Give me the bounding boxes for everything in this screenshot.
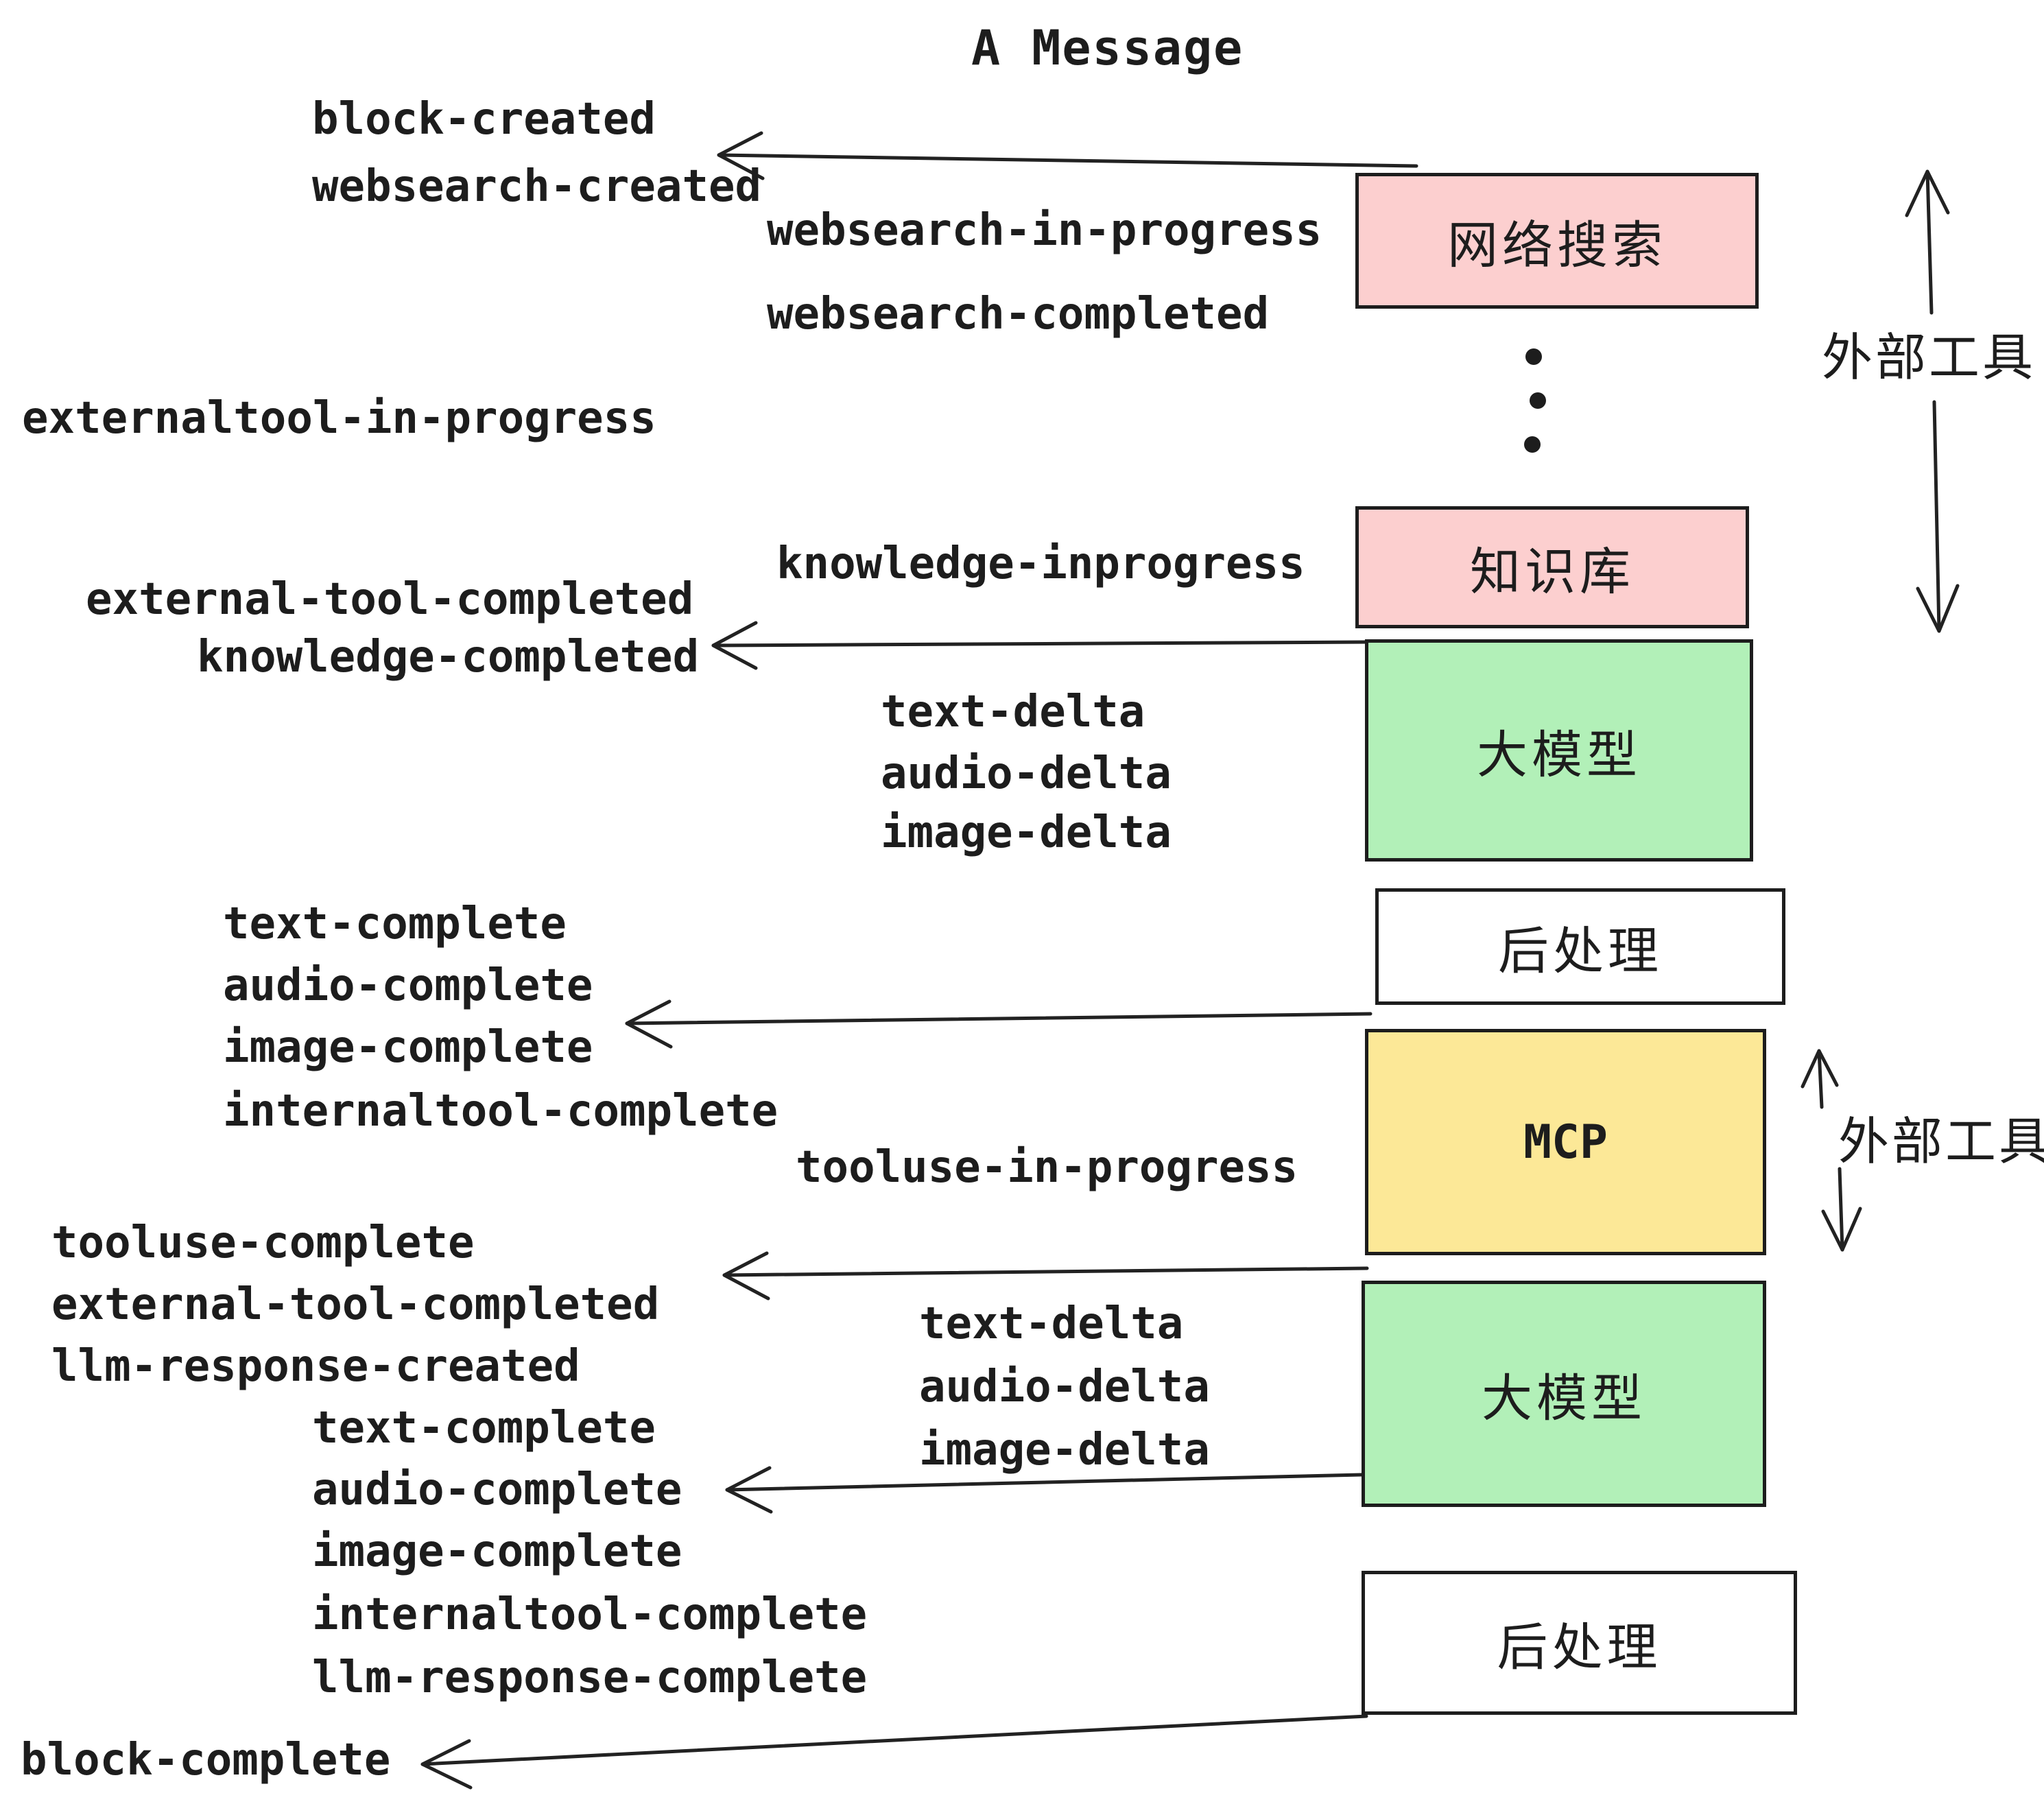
arrow-tooluse-complete bbox=[722, 1266, 1369, 1277]
box-postprocess-1: 后处理 bbox=[1375, 888, 1785, 1005]
event-label-audio-delta-1: audio-delta bbox=[881, 748, 1172, 799]
event-label-block-complete: block-complete bbox=[21, 1735, 391, 1785]
event-label-audio-complete-2: audio-complete bbox=[312, 1464, 682, 1515]
box-mcp: MCP bbox=[1365, 1029, 1766, 1255]
box-llm-2-label: 大模型 bbox=[1482, 1368, 1646, 1428]
arrow-image-complete-head bbox=[625, 999, 673, 1049]
external-tools2-up-arrow bbox=[1817, 1049, 1824, 1109]
arrow-audio-complete-head bbox=[725, 1466, 773, 1514]
event-label-image-delta-1: image-delta bbox=[881, 807, 1172, 858]
external-tools-down-arrow bbox=[1932, 400, 1941, 633]
event-label-tooluse-complete: tooluse-complete bbox=[51, 1218, 475, 1268]
arrow-block-created-head bbox=[717, 131, 765, 180]
arrow-tooluse-complete-head bbox=[722, 1251, 770, 1301]
box-llm-1-label: 大模型 bbox=[1477, 725, 1641, 785]
arrow-block-created bbox=[717, 153, 1418, 168]
event-label-external-tool-completed-2: external-tool-completed bbox=[51, 1279, 660, 1330]
event-label-block-created: block-created bbox=[312, 94, 656, 145]
external-tools-up-arrow-head bbox=[1905, 169, 1950, 217]
arrow-block-complete-head bbox=[420, 1739, 473, 1790]
external-tools-note-2: 外部工具 bbox=[1838, 1112, 2044, 1172]
arrow-image-complete bbox=[625, 1012, 1372, 1025]
event-label-image-delta-2: image-delta bbox=[919, 1425, 1210, 1475]
external-tools-up-arrow bbox=[1925, 169, 1934, 315]
ellipsis-dot bbox=[1530, 392, 1546, 409]
event-label-websearch-created: websearch-created bbox=[312, 161, 762, 212]
external-tools-down-arrow-head bbox=[1916, 584, 1960, 633]
event-label-text-complete-2: text-complete bbox=[312, 1403, 656, 1453]
event-label-image-complete-2: image-complete bbox=[312, 1526, 682, 1577]
event-label-external-tool-completed-1: external-tool-completed bbox=[86, 574, 694, 625]
event-label-externaltool-in-progress: externaltool-in-progress bbox=[22, 393, 656, 444]
arrow-audio-complete bbox=[725, 1473, 1364, 1492]
box-websearch-label: 网络搜索 bbox=[1447, 215, 1667, 275]
box-llm-1: 大模型 bbox=[1365, 639, 1753, 862]
ellipsis-dot bbox=[1524, 436, 1541, 453]
external-tools2-up-arrow-head bbox=[1801, 1049, 1839, 1089]
event-label-text-delta-2: text-delta bbox=[919, 1298, 1184, 1349]
event-label-llm-response-created: llm-response-created bbox=[51, 1341, 580, 1392]
event-label-internaltool-complete-1: internaltool-complete bbox=[223, 1086, 779, 1137]
box-mcp-label: MCP bbox=[1523, 1115, 1608, 1170]
event-label-text-delta-1: text-delta bbox=[881, 687, 1145, 737]
external-tools-note-1: 外部工具 bbox=[1822, 328, 2036, 388]
box-llm-2: 大模型 bbox=[1362, 1281, 1766, 1507]
arrow-knowledge-completed bbox=[711, 640, 1368, 648]
event-label-websearch-in-progress: websearch-in-progress bbox=[767, 205, 1322, 256]
event-label-text-complete-1: text-complete bbox=[223, 899, 567, 949]
external-tools2-down-arrow-head bbox=[1821, 1207, 1862, 1252]
box-postprocess-1-label: 后处理 bbox=[1498, 921, 1663, 981]
arrow-knowledge-completed-head bbox=[711, 621, 758, 670]
box-knowledge: 知识库 bbox=[1355, 506, 1749, 628]
ellipsis-dot bbox=[1525, 348, 1542, 365]
arrow-block-complete bbox=[420, 1714, 1368, 1766]
event-label-websearch-completed: websearch-completed bbox=[767, 289, 1270, 340]
box-websearch: 网络搜索 bbox=[1355, 173, 1759, 309]
box-postprocess-2: 后处理 bbox=[1362, 1571, 1797, 1715]
event-label-tooluse-in-progress: tooluse-in-progress bbox=[796, 1142, 1298, 1193]
box-postprocess-2-label: 后处理 bbox=[1497, 1617, 1662, 1677]
event-label-audio-delta-2: audio-delta bbox=[919, 1362, 1210, 1412]
event-label-audio-complete-1: audio-complete bbox=[223, 960, 593, 1011]
event-label-llm-response-complete: llm-response-complete bbox=[312, 1652, 868, 1703]
event-label-image-complete-1: image-complete bbox=[223, 1022, 593, 1073]
event-label-knowledge-inprogress: knowledge-inprogress bbox=[776, 538, 1305, 589]
page-title: A Message bbox=[971, 20, 1244, 76]
event-label-knowledge-completed: knowledge-completed bbox=[197, 632, 700, 683]
external-tools2-down-arrow bbox=[1838, 1167, 1844, 1252]
box-knowledge-label: 知识库 bbox=[1470, 542, 1635, 602]
event-label-internaltool-complete-2: internaltool-complete bbox=[312, 1589, 868, 1640]
